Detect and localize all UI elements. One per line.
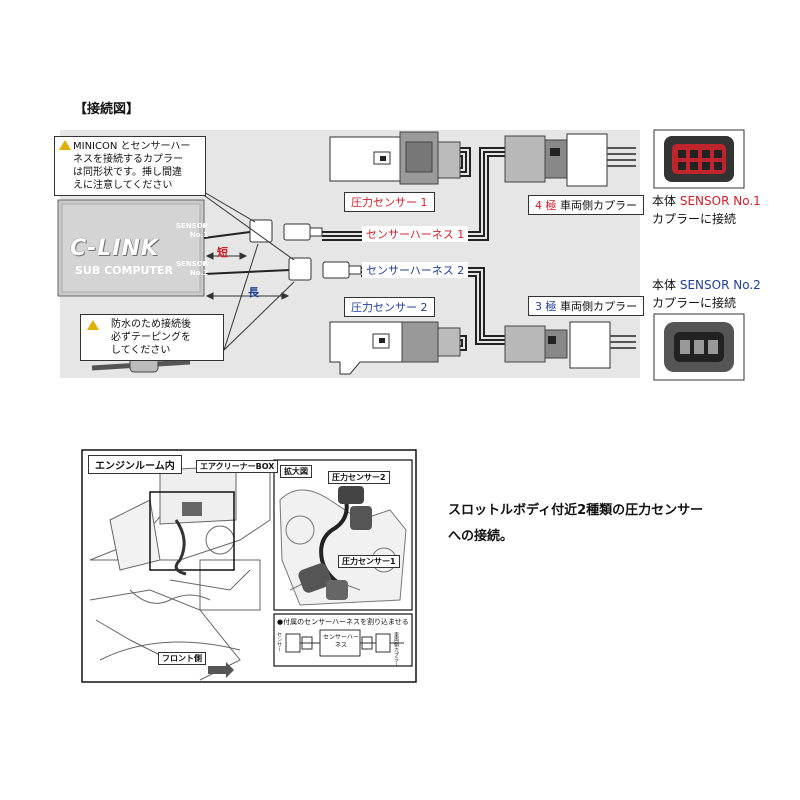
warning-line-1: MINICON とセンサーハー: [73, 141, 191, 152]
harness-box-label: センサーハーネス: [323, 634, 359, 649]
engine-room-label: エンジンルーム内: [88, 455, 182, 474]
coupler-3pole-text: 車両側カプラー: [556, 300, 637, 313]
tape-warning-line-1: 防水のため接続後: [111, 319, 191, 330]
coupler-4pole-text: 車両側カプラー: [556, 199, 637, 212]
sensor-no2-prefix: 本体: [652, 278, 680, 292]
unit-brand-logo: C-LINK: [70, 236, 159, 261]
sensor-no1-name: SENSOR No.1: [679, 194, 761, 208]
sensor-no2-name: SENSOR No.2: [679, 278, 761, 292]
caption: スロットルボディ付近2種類の圧力センサー への接続。: [448, 498, 703, 550]
unit-subtitle: SUB COMPUTER: [75, 264, 173, 277]
sensor-no2-connect-line1: 本体 SENSOR No.2: [652, 276, 761, 293]
zoom-label: 拡大図: [280, 465, 312, 478]
coupler-4pole-label: 4 極 車両側カプラー: [528, 195, 644, 215]
sensor-no1-connect-line1: 本体 SENSOR No.1: [652, 192, 761, 209]
front-side-label: フロント側: [158, 652, 206, 665]
coupler-4pole-number: 4 極: [535, 199, 557, 212]
warning-box-tape: 防水のため接続後 必ずテーピングを してください: [80, 314, 224, 361]
pressure-sensor-2-label: 圧力センサー 2: [344, 297, 435, 317]
vehicle-coupler-4pole: [504, 133, 636, 187]
sub-computer-unit: [57, 199, 205, 297]
length-arrows: [205, 252, 290, 300]
tape-warning-line-2: 必ずテーピングを: [111, 332, 191, 343]
diagram-title: 【接続図】: [74, 102, 140, 117]
port2-number: No.2: [189, 269, 209, 277]
pressure-sensor-2: [329, 321, 461, 375]
coupler-photo-4pole: [653, 129, 745, 189]
warning-line-4: えに注意してください: [73, 180, 173, 191]
caption-line-2: への接続。: [448, 529, 514, 544]
harness-2-label: センサーハーネス 2: [362, 262, 469, 278]
sensor-side-label: センサー: [276, 632, 282, 652]
caption-line-1: スロットルボディ付近2種類の圧力センサー: [448, 503, 704, 518]
pressure-sensor-1-label: 圧力センサー 1: [344, 192, 435, 212]
sensor-no1-connect-line2: カプラーに接続: [652, 212, 737, 226]
harness-1-label: センサーハーネス 1: [362, 226, 469, 242]
unit-port-sensor-2: SENSOR No.2: [176, 260, 208, 278]
warning-icon: [87, 320, 99, 330]
leader-lines: [179, 177, 295, 351]
zoom-sensor-1-label: 圧力センサー1: [338, 555, 400, 568]
tape-warning-line-3: してください: [111, 345, 171, 356]
unit-wires: [203, 231, 291, 275]
short-label: 短: [217, 246, 228, 259]
harness-connector-2: [288, 257, 362, 281]
unit-port-sensor-1: SENSOR No.1: [176, 222, 208, 240]
pressure-sensor-1: [329, 131, 461, 185]
coupler-photo-3pole: [653, 313, 745, 381]
sensor-no2-connect-line2: カプラーに接続: [652, 296, 737, 310]
air-cleaner-label: エアクリーナーBOX: [196, 460, 279, 473]
port2-label: SENSOR: [176, 260, 209, 268]
vehicle-side-label: 車両側カプラー: [393, 632, 399, 667]
warning-box-coupler: MINICON とセンサーハー ネスを接続するカプラー は同形状です。挿し間違 …: [54, 136, 206, 196]
port1-number: No.1: [189, 231, 209, 239]
harness-connector-1: [249, 219, 323, 243]
coupler-3pole-number: 3 極: [535, 300, 557, 313]
harness-note: ●付属のセンサーハーネスを割り込ませる: [277, 618, 409, 626]
warning-line-2: ネスを接続するカプラー: [73, 154, 183, 165]
coupler-3pole-label: 3 極 車両側カプラー: [528, 296, 644, 316]
long-label: 長: [248, 286, 259, 299]
warning-icon: [59, 140, 71, 150]
sensor-no1-prefix: 本体: [652, 194, 680, 208]
port1-label: SENSOR: [176, 222, 209, 230]
vehicle-coupler-3pole: [504, 321, 636, 369]
zoom-sensor-2-label: 圧力センサー2: [328, 471, 390, 484]
warning-line-3: は同形状です。挿し間違: [73, 167, 182, 178]
